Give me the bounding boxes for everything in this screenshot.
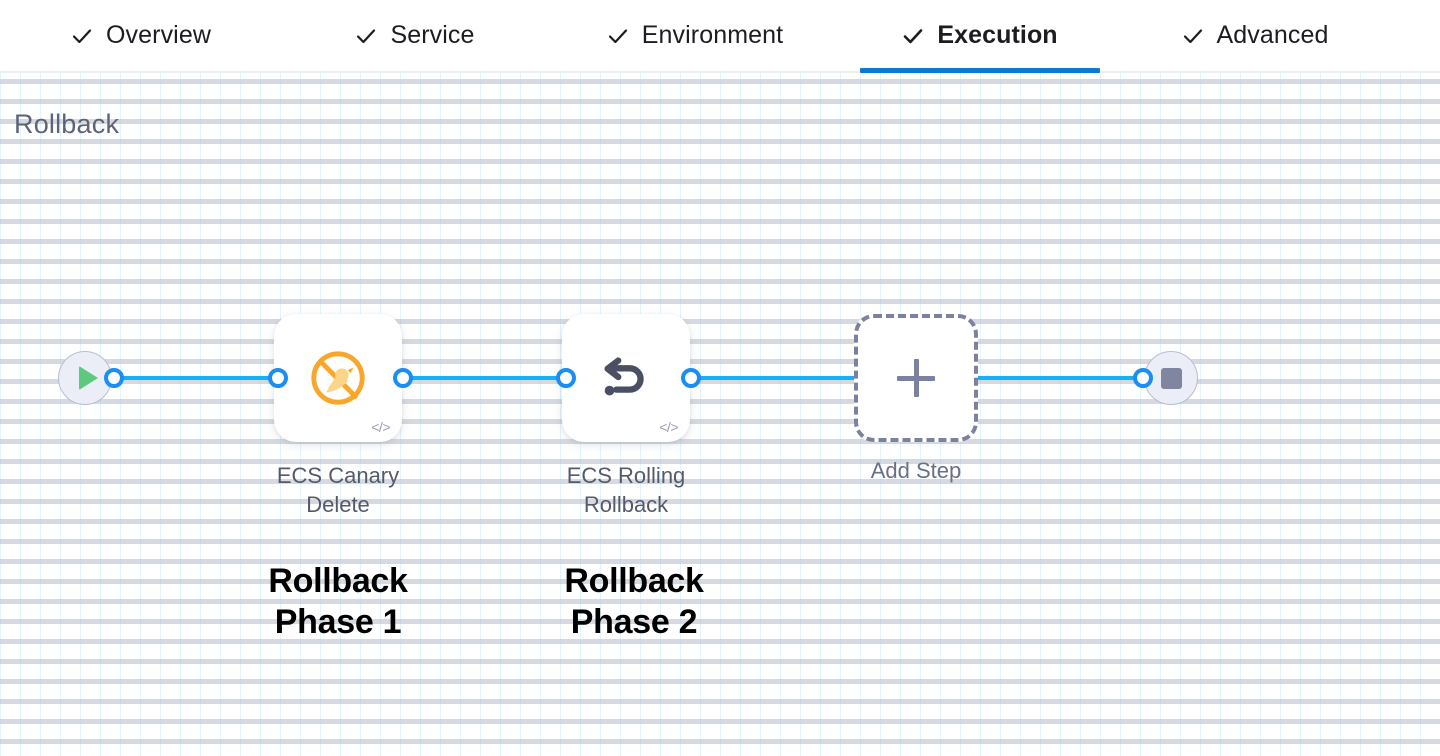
step-label-line1: ECS Canary [276,463,400,488]
tab-label: Service [390,21,475,49]
check-icon [902,25,924,47]
tab-overview[interactable]: Overview [38,0,244,71]
annotation-line1: Rollback [268,562,408,600]
annotation-line1: Rollback [564,562,704,600]
port-end-in[interactable] [1133,368,1153,388]
flow-graph: </> </> Add Step [0,73,1440,756]
section-title: Rollback [14,109,120,139]
ecs-canary-icon [274,314,402,442]
start-node[interactable] [58,351,112,405]
code-badge-icon[interactable]: </> [659,419,678,435]
step-label-line2: Delete [306,492,370,518]
rollback-arrow-icon [562,314,690,442]
edge-start-to-step-0 [108,376,286,380]
tab-environment[interactable]: Environment [580,0,810,71]
tab-label: Execution [937,21,1058,49]
annotation-line2: Phase 1 [274,602,402,641]
tab-label: Overview [106,21,211,49]
tab-active-underline [860,68,1100,73]
check-icon [355,25,377,47]
tab-label: Advanced [1216,21,1329,49]
annotation-rollback-phase-1: Rollback Phase 1 [188,561,488,643]
step-label-line1: ECS Rolling [566,463,686,488]
end-node[interactable] [1144,351,1198,405]
wizard-tab-bar: Overview Service Environment [0,0,1440,73]
port-step-0-out[interactable] [393,368,413,388]
annotation-rollback-phase-2: Rollback Phase 2 [484,561,784,643]
port-step-0-in[interactable] [268,368,288,388]
play-icon [78,366,98,390]
tab-label: Environment [641,21,784,49]
pipeline-canvas[interactable]: Rollback [0,73,1440,756]
port-step-1-out[interactable] [681,368,701,388]
tab-service[interactable]: Service [325,0,505,71]
check-icon [1182,25,1204,47]
port-start-out[interactable] [104,368,124,388]
annotation-line2: Phase 2 [570,602,698,641]
stop-icon [1160,367,1182,389]
add-step-label: Add Step [870,458,962,483]
step-node-ecs-rolling-rollback[interactable]: </> [562,314,690,442]
tab-advanced[interactable]: Advanced [1145,0,1365,71]
step-node-ecs-canary-delete[interactable]: </> [274,314,402,442]
step-label-line2: Rollback [583,492,669,518]
tab-execution[interactable]: Execution [860,0,1100,73]
plus-icon [913,359,919,397]
add-step-button[interactable] [854,314,978,442]
check-icon [607,25,629,47]
edge-step-0-to-step-1 [396,376,574,380]
step-label-ecs-rolling-rollback: ECS Rolling Rollback [496,461,756,520]
code-badge-icon[interactable]: </> [371,419,390,435]
step-label-ecs-canary-delete: ECS Canary Delete [208,461,468,520]
check-icon [71,25,93,47]
port-step-1-in[interactable] [556,368,576,388]
